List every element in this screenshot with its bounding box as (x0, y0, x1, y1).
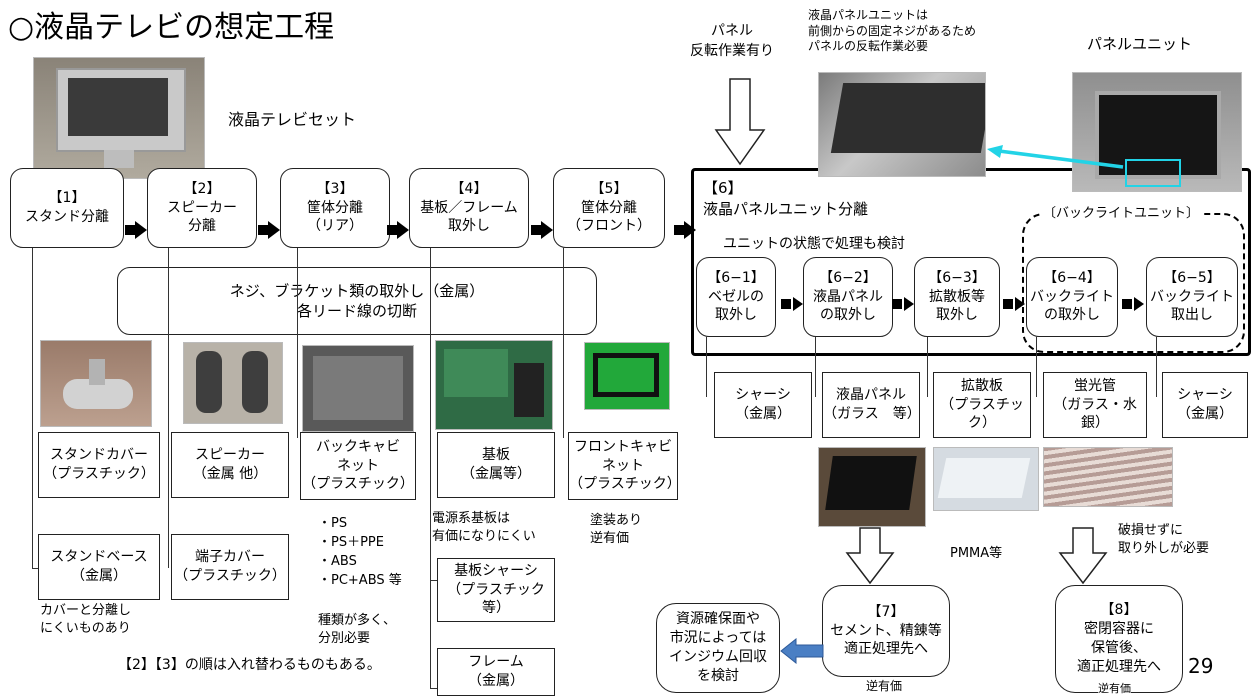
substep-6-5: 【6−5】 バックライト 取出し (1146, 257, 1238, 337)
flow-arrow (387, 221, 409, 239)
step-6-note: ユニットの状態で処理も検討 (723, 236, 905, 252)
step-7-processing: 【7】 セメント、精錬等 適正処理先へ (822, 585, 950, 677)
chassis-material-2: シャーシ （金属） (1162, 372, 1248, 438)
no-break-note: 破損せずに 取り外しが必要 (1118, 523, 1210, 557)
substep-6-1: 【6−1】 ベゼルの 取外し (696, 257, 776, 337)
step-5-front-housing: 【5】 筐体分離 （フロント） (553, 168, 665, 248)
connector-line (706, 337, 707, 397)
stand-photo (40, 340, 152, 427)
tv-set-photo (33, 57, 205, 179)
front-cabinet-material: フロントキャビ ネット （プラスチック） (568, 432, 681, 500)
connector-line (168, 248, 169, 568)
flow-arrow (781, 297, 803, 311)
connector-line (1036, 337, 1037, 397)
pmma-note: PMMA等 (950, 546, 1003, 561)
page-number: 29 (1188, 654, 1214, 678)
fluorescent-photo (1043, 447, 1173, 507)
flow-arrow (125, 221, 147, 239)
back-cabinet-material: バックキャビ ネット （プラスチック） (300, 432, 416, 500)
many-types-note: 種類が多く、 分別必要 (318, 613, 397, 647)
panel-flip-note: パネル 反転作業有り (690, 23, 774, 59)
lcd-panel-material: 液晶パネル （ガラス 等） (822, 372, 921, 438)
fluorescent-material: 蛍光管 （ガラス・水銀） (1043, 372, 1147, 438)
flow-arrow (892, 297, 914, 311)
lcd-panel-photo (818, 447, 926, 527)
connector-line (32, 248, 33, 568)
plastics-note: ・PS ・PS＋PPE ・ABS ・PC+ABS 等 (318, 516, 402, 588)
hollow-down-arrow (845, 527, 895, 585)
diffuser-photo (933, 447, 1039, 511)
connector-line (297, 248, 298, 438)
step-4-board-frame: 【4】 基板／フレーム 取外し (409, 168, 529, 248)
terminal-cover-material: 端子カバー （プラスチック） (171, 534, 289, 600)
highlight-arrow (987, 145, 1124, 169)
step-6-title: 【6】 液晶パネルユニット分離 (703, 179, 869, 218)
flow-arrow (1003, 297, 1025, 311)
negative-value-7: 逆有価 (866, 679, 903, 693)
connector-line (1156, 337, 1157, 397)
connector-line (430, 688, 438, 689)
connector-line (815, 337, 816, 397)
step-3-rear-housing: 【3】 筐体分離 （リア） (280, 168, 390, 248)
negative-value-8: 逆有価 (1098, 681, 1131, 697)
page-title: ○液晶テレビの想定工程 (8, 10, 335, 45)
connector-line (927, 337, 928, 397)
panel-unit-note: 液晶パネルユニットは 前側からの固定ネジがあるため パネルの反転作業必要 (808, 8, 977, 54)
indium-recovery-note: 資源確保面や 市況によっては インジウム回収 を検討 (656, 603, 780, 693)
hollow-down-arrow (714, 78, 766, 166)
backlight-unit-label: 〔バックライトユニット〕 (1040, 205, 1203, 224)
diffuser-material: 拡散板 （プラスチック） (933, 372, 1031, 438)
connector-line (430, 248, 431, 688)
stand-note: カバーと分離し にくいものあり (40, 603, 132, 637)
front-cabinet-photo (584, 342, 670, 410)
speaker-photo (183, 342, 283, 424)
flow-arrow (258, 221, 280, 239)
back-cabinet-photo (302, 345, 414, 432)
power-board-note: 電源系基板は 有価になりにくい (432, 511, 536, 545)
chassis-material-1: シャーシ （金属） (714, 372, 812, 438)
step-1-stand-separation: 【1】 スタンド分離 (10, 168, 124, 248)
panel-unit-label: パネルユニット (1087, 35, 1193, 53)
stand-base-material: スタンドベース （金属） (38, 534, 160, 600)
connector-line (563, 248, 564, 438)
connector-line (430, 580, 438, 581)
panel-closeup-photo (818, 72, 986, 177)
blue-left-arrow (780, 638, 824, 664)
stand-cover-material: スタンドカバー （プラスチック） (38, 432, 160, 498)
connector-line (32, 568, 38, 569)
substep-6-2: 【6−2】 液晶パネル の取外し (803, 257, 893, 337)
flow-arrow (1122, 297, 1144, 311)
hollow-down-arrow (1058, 527, 1108, 585)
board-photo (435, 340, 553, 430)
substep-6-3: 【6−3】 拡散板等 取外し (914, 257, 1000, 337)
panel-unit-photo (1072, 72, 1242, 192)
tv-set-label: 液晶テレビセット (228, 110, 357, 129)
frame-material: フレーム （金属） (437, 648, 555, 696)
step-2-speaker-separation: 【2】 スピーカー 分離 (147, 168, 257, 248)
board-material: 基板 （金属等） (437, 432, 555, 498)
speaker-material: スピーカー （金属 他） (171, 432, 289, 498)
order-note: 【2】【3】の順は入れ替わるものもある。 (118, 657, 381, 673)
step-8-storage: 【8】 密閉容器に 保管後、 適正処理先へ (1055, 585, 1183, 693)
screw-bracket-note: ネジ、ブラケット類の取外し（金属） 各リード線の切断 (117, 267, 597, 335)
paint-note: 塗装あり 逆有価 (590, 513, 643, 547)
board-chassis-material: 基板シャーシ （プラスチック等） (437, 558, 555, 622)
substep-6-4: 【6−4】 バックライト の取外し (1026, 257, 1118, 337)
flow-arrow (531, 221, 553, 239)
